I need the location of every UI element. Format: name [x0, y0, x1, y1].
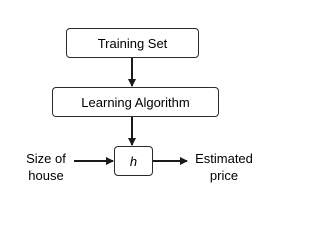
hypothesis-box: h — [114, 146, 153, 176]
training-set-box: Training Set — [66, 28, 199, 58]
training-set-label: Training Set — [97, 35, 168, 51]
diagram-canvas: Training Set Learning Algorithm h Size o… — [26, 28, 253, 183]
learning-algorithm-box: Learning Algorithm — [52, 87, 219, 117]
arrows-layer — [74, 58, 188, 165]
output-label: Estimated price — [195, 151, 253, 183]
hypothesis-label: h — [129, 153, 138, 169]
learning-algorithm-label: Learning Algorithm — [81, 94, 190, 110]
input-label: Size of house — [26, 151, 66, 183]
